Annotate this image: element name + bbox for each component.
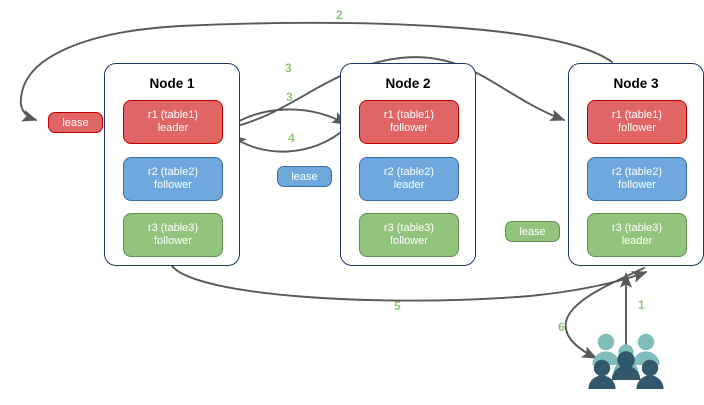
node-title-3: Node 3 xyxy=(613,76,659,91)
replica-name: r1 (table1) xyxy=(611,108,663,121)
arrow-4-ack-node1 xyxy=(230,127,347,153)
arrow-5-response-to-leaseholder xyxy=(171,265,648,302)
arrow-6-response-to-client xyxy=(564,267,645,359)
replica-name: r3 (table3) xyxy=(147,221,199,234)
replica-name: r1 (table1) xyxy=(147,108,199,121)
replica-name: r3 (table3) xyxy=(611,221,663,234)
lease-badge-table3[interactable]: lease xyxy=(505,221,560,242)
replica-name: r2 (table2) xyxy=(383,165,435,178)
replica-name: r2 (table2) xyxy=(147,165,199,178)
replica-role: follower xyxy=(154,179,192,191)
step-label-1: 1 xyxy=(638,298,645,312)
replica-node1-r3[interactable]: r3 (table3) follower xyxy=(123,213,223,257)
replica-role: follower xyxy=(618,122,656,134)
lease-badge-table1[interactable]: lease xyxy=(48,112,103,133)
node-title-2: Node 2 xyxy=(385,76,431,91)
node-container-3[interactable]: Node 3 r1 (table1) follower r2 (table2) … xyxy=(568,63,704,266)
replica-role: leader xyxy=(621,235,653,247)
step-label-4: 4 xyxy=(288,131,295,145)
replica-node3-r3[interactable]: r3 (table3) leader xyxy=(587,213,687,257)
arrow-3-replicate-node2 xyxy=(227,108,348,129)
replica-role: follower xyxy=(390,122,428,134)
node-container-1[interactable]: Node 1 r1 (table1) leader r2 (table2) fo… xyxy=(104,63,240,266)
replica-node1-r1[interactable]: r1 (table1) leader xyxy=(123,100,223,144)
replica-role: follower xyxy=(390,235,428,247)
replica-node1-r2[interactable]: r2 (table2) follower xyxy=(123,157,223,201)
replica-name: r1 (table1) xyxy=(383,108,435,121)
replica-role: follower xyxy=(618,179,656,191)
step-label-2: 2 xyxy=(336,8,343,22)
replica-node3-r1[interactable]: r1 (table1) follower xyxy=(587,100,687,144)
replica-role: follower xyxy=(154,235,192,247)
replica-name: r2 (table2) xyxy=(611,165,663,178)
arrow-2-lease-transfer xyxy=(19,21,613,122)
replica-node3-r2[interactable]: r2 (table2) follower xyxy=(587,157,687,201)
replica-node2-r3[interactable]: r3 (table3) follower xyxy=(359,213,459,257)
step-label-5: 5 xyxy=(394,299,401,313)
step-label-3-lower: 3 xyxy=(286,90,293,104)
node-container-2[interactable]: Node 2 r1 (table1) follower r2 (table2) … xyxy=(340,63,476,266)
node-title-1: Node 1 xyxy=(149,76,195,91)
lease-badge-table2[interactable]: lease xyxy=(277,166,332,187)
users-group-icon xyxy=(588,333,664,389)
replica-role: leader xyxy=(393,179,425,191)
replica-role: leader xyxy=(157,122,189,134)
replica-name: r3 (table3) xyxy=(383,221,435,234)
step-label-3-upper: 3 xyxy=(285,61,292,75)
replica-node2-r1[interactable]: r1 (table1) follower xyxy=(359,100,459,144)
step-label-6: 6 xyxy=(558,320,565,334)
replica-node2-r2[interactable]: r2 (table2) leader xyxy=(359,157,459,201)
